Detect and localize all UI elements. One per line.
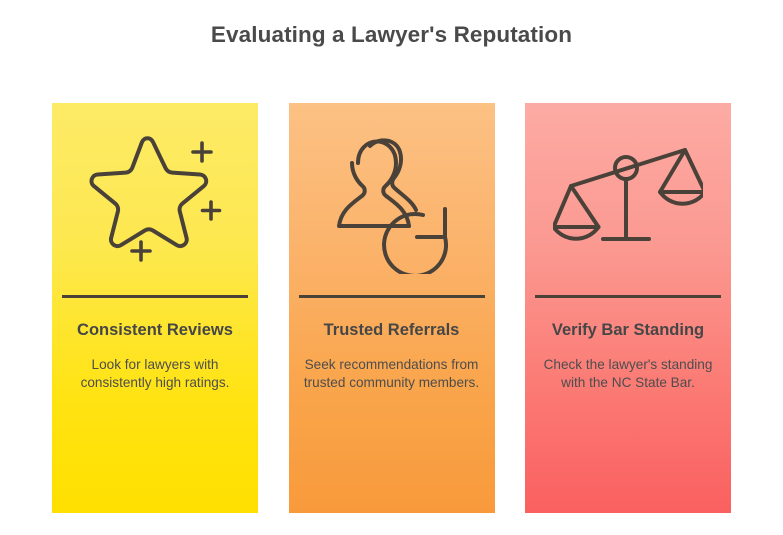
card-description: Look for lawyers with consistently high …	[80, 356, 230, 391]
star-sparkle-icon	[89, 136, 222, 262]
card-verify-bar-standing: Verify Bar Standing Check the lawyer's s…	[525, 103, 731, 513]
icon-area-verify-bar-standing	[525, 103, 731, 295]
card-consistent-reviews: Consistent Reviews Look for lawyers with…	[52, 103, 258, 513]
page-title: Evaluating a Lawyer's Reputation	[210, 22, 573, 47]
card-description: Seek recommendations from trusted commun…	[303, 356, 480, 391]
card-divider	[62, 295, 248, 298]
card-description: Check the lawyer's standing with the NC …	[543, 356, 713, 391]
two-people-refresh-icon	[336, 138, 448, 274]
scales-of-justice-icon	[553, 148, 703, 241]
card-title: Trusted Referrals	[323, 321, 460, 339]
card-body-consistent-reviews: Consistent Reviews Look for lawyers with…	[62, 298, 248, 393]
icon-area-trusted-referrals	[289, 103, 495, 295]
card-divider	[298, 295, 485, 298]
card-divider	[535, 295, 721, 298]
card-title: Verify Bar Standing	[551, 321, 705, 339]
card-title: Consistent Reviews	[77, 321, 233, 339]
card-trusted-referrals: Trusted Referrals Seek recommendations f…	[288, 103, 495, 513]
cards-row: Consistent Reviews Look for lawyers with…	[52, 103, 731, 513]
card-body-verify-bar-standing: Verify Bar Standing Check the lawyer's s…	[535, 298, 721, 393]
card-body-trusted-referrals: Trusted Referrals Seek recommendations f…	[299, 298, 485, 393]
icon-area-consistent-reviews	[52, 103, 258, 295]
